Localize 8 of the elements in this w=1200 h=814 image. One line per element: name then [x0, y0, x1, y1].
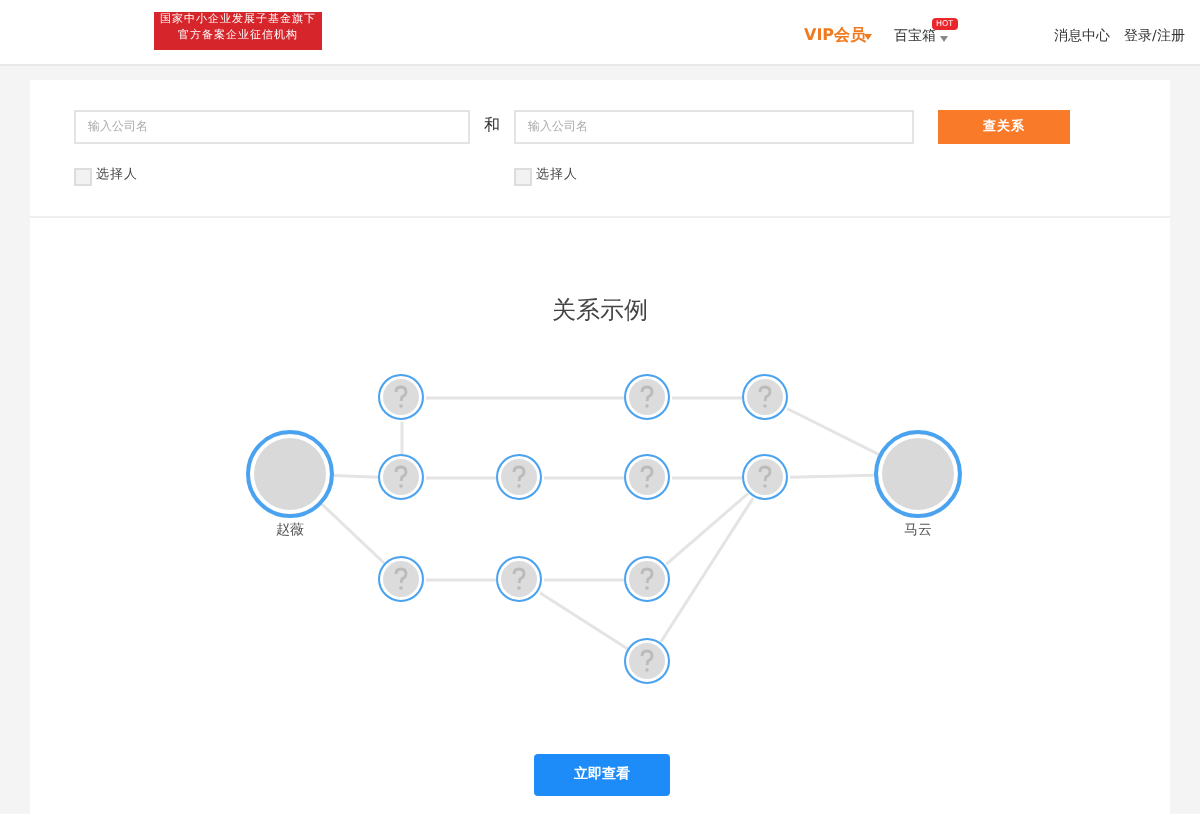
connector-line: [659, 497, 755, 643]
connector-line: [539, 591, 629, 651]
vip-link: VIP会员: [804, 28, 867, 44]
section-title: 关系示例: [550, 298, 650, 322]
connector-line: [786, 407, 880, 456]
connector-line: [320, 503, 386, 565]
connector-line: [665, 492, 749, 566]
connector-word: 和: [484, 118, 500, 134]
